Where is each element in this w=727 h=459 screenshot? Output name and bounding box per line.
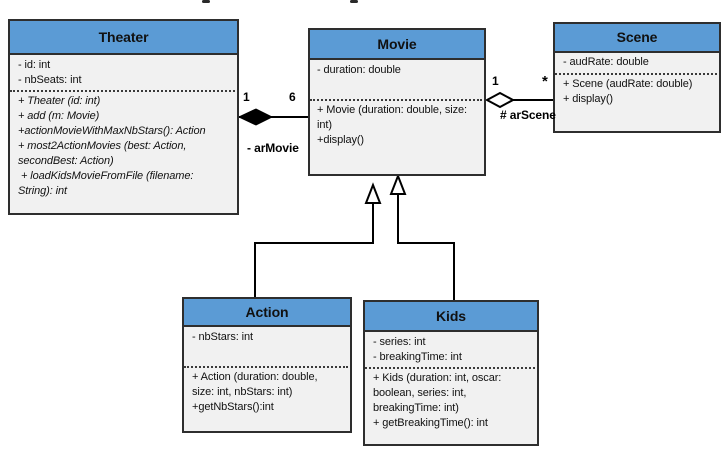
section-divider (10, 90, 235, 92)
method: + loadKidsMovieFromFile (filename: (18, 170, 194, 182)
inheritance-arrowhead-action (364, 182, 382, 204)
class-name-kids: Kids (365, 302, 537, 332)
class-name-theater: Theater (10, 21, 237, 55)
method: +display() (317, 134, 364, 146)
method: + display() (563, 93, 613, 105)
method: + Scene (audRate: double) (563, 78, 693, 90)
attributes-section-scene: - audRate: double (563, 55, 717, 73)
method: + most2ActionMovies (best: Action, (18, 140, 187, 152)
method: + Movie (duration: double, size: (317, 104, 467, 116)
class-box-scene: Scene - audRate: double + Scene (audRate… (553, 22, 721, 133)
multiplicity-theater-side: 1 (243, 90, 250, 104)
inheritance-connector-kids (397, 194, 455, 300)
method: boolean, series: int, (373, 387, 467, 399)
cropped-text-fragment (350, 0, 358, 3)
composition-diamond (237, 108, 274, 126)
attribute: - id: int (18, 59, 51, 71)
method: +actionMovieWithMaxNbStars(): Action (18, 125, 206, 137)
method: + Kids (duration: int, oscar: (373, 372, 502, 384)
method: + Action (duration: double, (192, 371, 318, 383)
aggregation-diamond (484, 91, 516, 109)
method: + add (m: Movie) (18, 110, 100, 122)
multiplicity-movie-side: 6 (289, 90, 296, 104)
section-divider (555, 73, 717, 75)
attribute: - series: int (373, 336, 426, 348)
methods-section-action: + Action (duration: double, size: int, n… (192, 370, 348, 415)
method: breakingTime: int) (373, 402, 459, 414)
class-name-movie: Movie (310, 30, 484, 60)
method: +getNbStars():int (192, 401, 274, 413)
multiplicity-scene-side: * (542, 73, 548, 90)
class-name-action: Action (184, 299, 350, 327)
method: int) (317, 119, 332, 131)
methods-section-scene: + Scene (audRate: double) + display() (563, 77, 717, 107)
methods-section-kids: + Kids (duration: int, oscar: boolean, s… (373, 371, 535, 431)
attribute: - nbStars: int (192, 331, 253, 343)
class-box-theater: Theater - id: int - nbSeats: int + Theat… (8, 19, 239, 215)
multiplicity-movie-scene-side: 1 (492, 74, 499, 88)
attribute: - nbSeats: int (18, 74, 82, 86)
method: size: int, nbStars: int) (192, 386, 293, 398)
attributes-section-kids: - series: int - breakingTime: int (373, 335, 535, 367)
role-label-arscene: # arScene (500, 108, 556, 122)
attributes-section-action: - nbStars: int (192, 330, 348, 366)
attributes-section-movie: - duration: double (317, 63, 482, 99)
methods-section-theater: + Theater (id: int) + add (m: Movie) +ac… (18, 94, 235, 199)
method: String): int (18, 185, 67, 197)
class-box-kids: Kids - series: int - breakingTime: int +… (363, 300, 539, 446)
inheritance-connector-action (254, 203, 374, 297)
section-divider (310, 99, 482, 101)
attribute: - breakingTime: int (373, 351, 462, 363)
method: + getBreakingTime(): int (373, 417, 488, 429)
methods-section-movie: + Movie (duration: double, size: int) +d… (317, 103, 482, 148)
method: + Theater (id: int) (18, 95, 101, 107)
section-divider (365, 367, 535, 369)
method: secondBest: Action) (18, 155, 114, 167)
inheritance-arrowhead-kids (389, 173, 407, 195)
class-box-movie: Movie - duration: double + Movie (durati… (308, 28, 486, 176)
class-box-action: Action - nbStars: int + Action (duration… (182, 297, 352, 433)
section-divider (184, 366, 348, 368)
attributes-section-theater: - id: int - nbSeats: int (18, 58, 235, 90)
class-name-scene: Scene (555, 24, 719, 53)
cropped-text-fragment (202, 0, 210, 3)
attribute: - duration: double (317, 64, 401, 76)
role-label-armovie: - arMovie (247, 141, 299, 155)
attribute: - audRate: double (563, 56, 649, 68)
